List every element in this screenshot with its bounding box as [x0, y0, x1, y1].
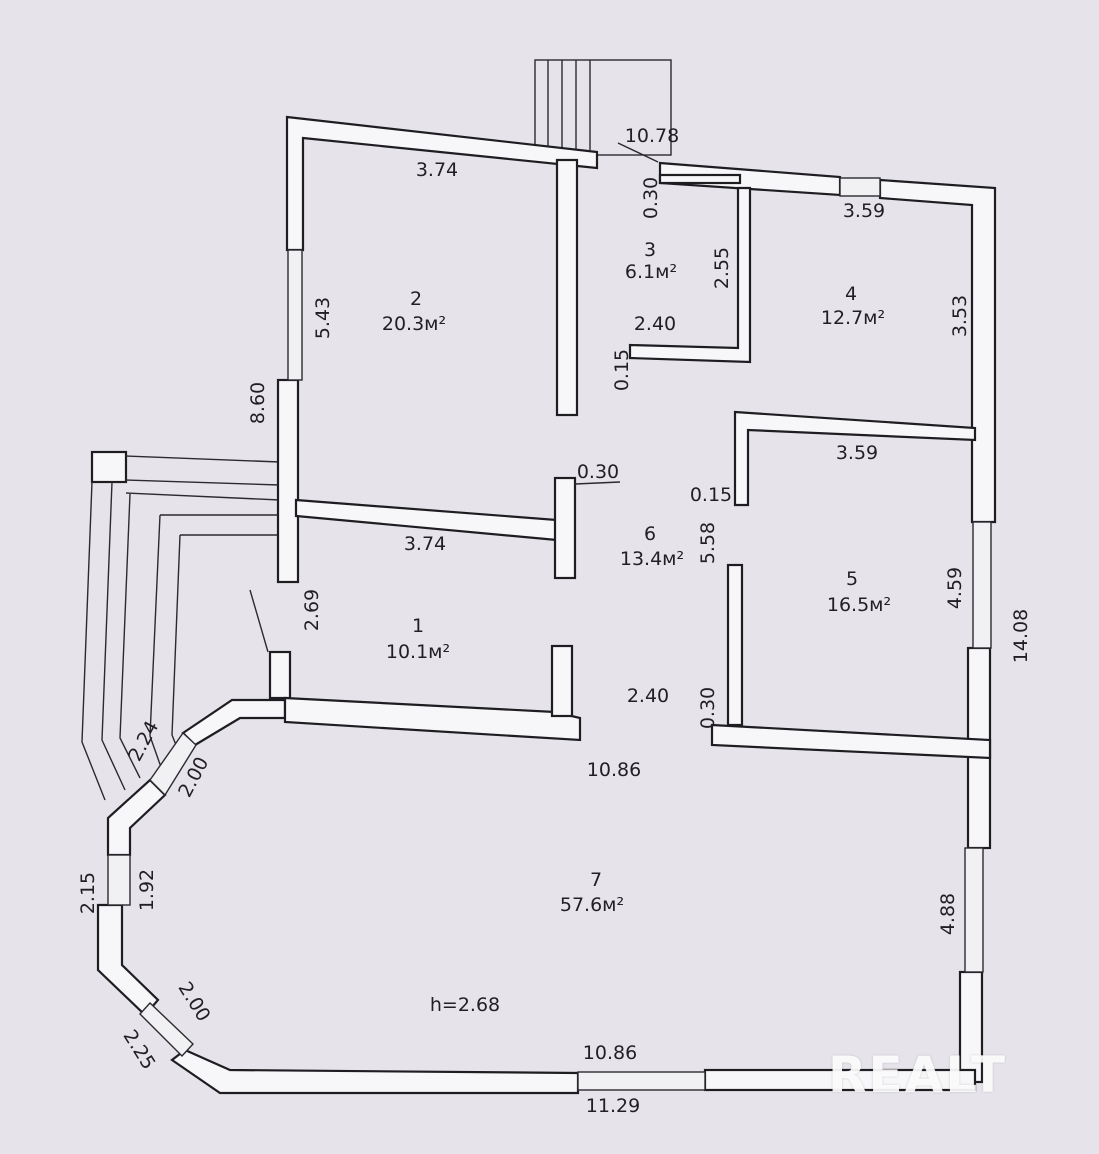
room-labels: 1 10.1м² 2 20.3м² 3 6.1м² 4 12.7м² 5 16.… [382, 239, 891, 916]
dim-2-40-a: 2.40 [634, 313, 676, 335]
room-3-number: 3 [644, 239, 656, 261]
dim-3-74-top: 3.74 [416, 159, 458, 181]
entrance-steps [534, 59, 672, 156]
dim-5-58: 5.58 [697, 522, 719, 564]
dim-11-29: 11.29 [586, 1095, 640, 1117]
dim-2-69: 2.69 [301, 589, 323, 631]
dim-2-40-b: 2.40 [627, 685, 669, 707]
dim-0-30-c: 0.30 [697, 687, 719, 729]
dim-10-86-bottom: 10.86 [583, 1042, 637, 1064]
room-5-area: 16.5м² [827, 594, 891, 616]
dim-0-30-b: 0.30 [577, 461, 619, 483]
interior-walls [268, 158, 992, 760]
dim-1-92: 1.92 [136, 869, 158, 911]
dim-14-08: 14.08 [1010, 609, 1032, 663]
dim-3-59-top: 3.59 [843, 200, 885, 222]
door-swing-room-1 [249, 589, 269, 653]
dim-10-86-top: 10.86 [587, 759, 641, 781]
dim-2-55: 2.55 [711, 247, 733, 289]
dim-3-74-mid: 3.74 [404, 533, 446, 555]
dim-0-30-a: 0.30 [640, 177, 662, 219]
room-2-number: 2 [410, 288, 422, 310]
dim-4-59: 4.59 [944, 567, 966, 609]
room-7-number: 7 [590, 869, 602, 891]
room-4-number: 4 [845, 283, 857, 305]
dim-3-53: 3.53 [949, 295, 971, 337]
dim-8-60: 8.60 [247, 382, 269, 424]
dim-leader-0-30 [574, 481, 621, 485]
realt-watermark-logo: REALT [828, 1046, 1008, 1104]
room-7-area: 57.6м² [560, 894, 624, 916]
dim-2-00-b: 2.00 [174, 978, 215, 1026]
room-2-area: 20.3м² [382, 313, 446, 335]
door-swing-entrance [617, 142, 659, 163]
dim-2-25: 2.25 [119, 1026, 160, 1074]
dimension-labels: 3.74 10.78 0.30 3.59 5.43 2.55 3.53 2.40… [77, 125, 1032, 1117]
dim-5-43: 5.43 [312, 297, 334, 339]
room-5-number: 5 [846, 568, 858, 590]
room-3-area: 6.1м² [625, 261, 677, 283]
dim-10-78: 10.78 [625, 125, 679, 147]
room-6-area: 13.4м² [620, 548, 684, 570]
room-6-number: 6 [644, 523, 656, 545]
dim-0-15-b: 0.15 [690, 484, 732, 506]
dim-3-59-mid: 3.59 [836, 442, 878, 464]
ceiling-height-note: h=2.68 [430, 994, 500, 1016]
windows [107, 177, 992, 1091]
dim-4-88: 4.88 [937, 893, 959, 935]
room-1-number: 1 [412, 615, 424, 637]
room-1-area: 10.1м² [386, 641, 450, 663]
room-4-area: 12.7м² [821, 307, 885, 329]
dim-2-15: 2.15 [77, 872, 99, 914]
dim-0-15-a: 0.15 [611, 349, 633, 391]
